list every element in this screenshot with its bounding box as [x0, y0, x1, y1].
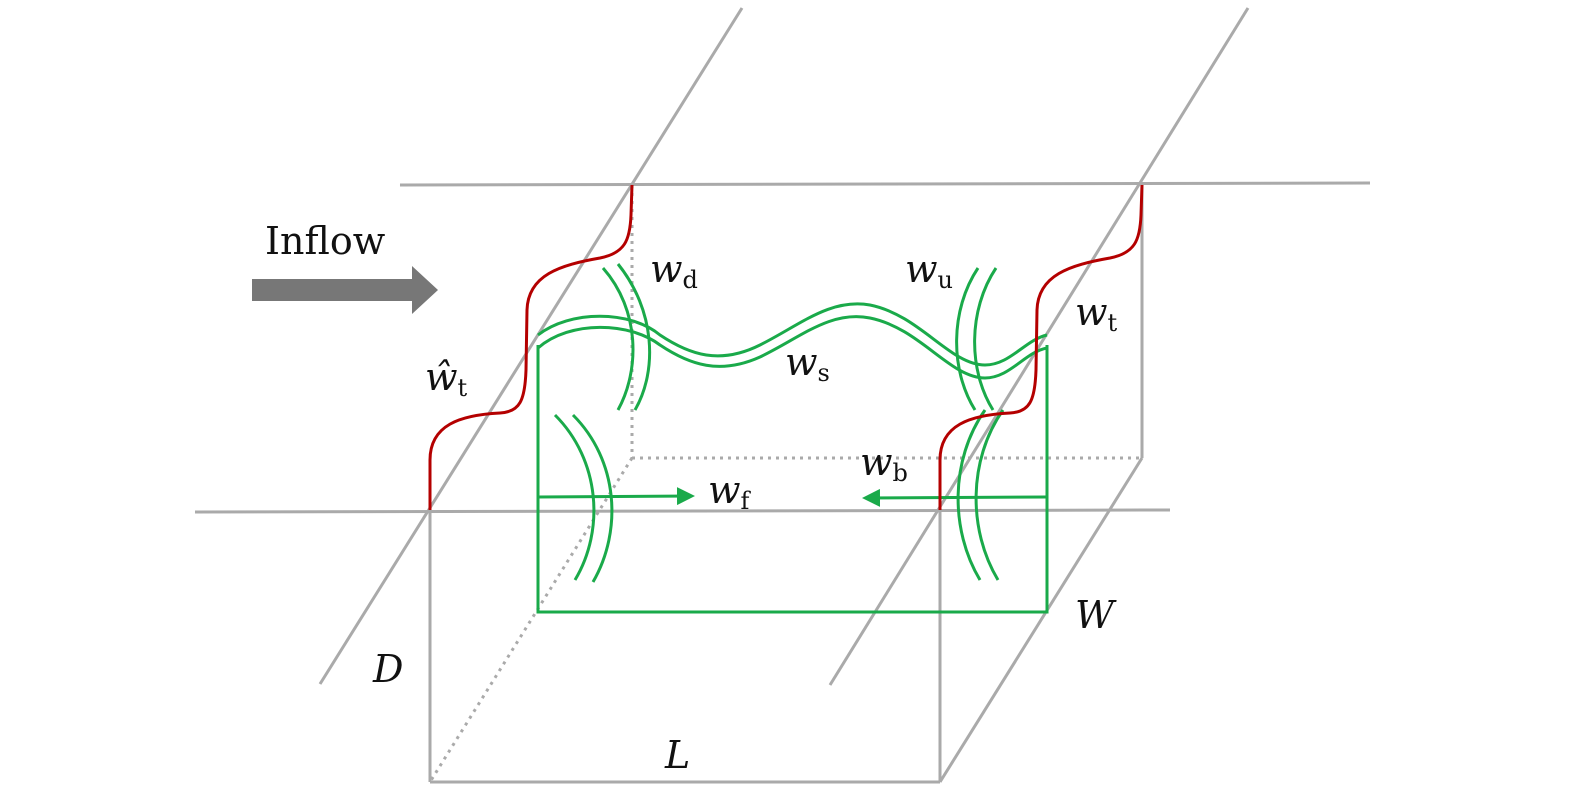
label-w-b: wb — [860, 440, 908, 487]
hidden-bottom-diagonal-edge — [428, 457, 634, 783]
label-w-d: wd — [650, 247, 698, 294]
inflow-label: Inflow — [265, 219, 386, 263]
box-bottom-right-edge — [938, 457, 1144, 783]
right-diagonal-line — [828, 7, 1250, 686]
label-w-s: ws — [785, 340, 830, 387]
label-w-t: wt — [1075, 290, 1118, 337]
cavity-structure — [194, 7, 1371, 784]
label-length: L — [664, 733, 690, 777]
left-diagonal-line — [318, 7, 744, 685]
shear-layer-upper — [537, 302, 1048, 367]
shear-layer-lower — [537, 315, 1048, 380]
arc-b-1 — [956, 409, 987, 581]
arc-b-2 — [974, 409, 1005, 581]
arc-d-1 — [601, 267, 635, 411]
downstream-profile-curve — [938, 184, 1144, 510]
wake-regions — [536, 263, 1049, 614]
top-edge-line — [399, 181, 1371, 187]
backward-arrow — [862, 488, 1048, 507]
arc-u-2 — [973, 267, 998, 411]
label-w-f: wf — [708, 468, 752, 515]
cavity-outline — [536, 345, 1049, 614]
label-w-hat-t: ŵt — [425, 355, 468, 402]
label-depth: D — [372, 647, 403, 691]
forward-arrow — [537, 487, 695, 506]
inflow-arrow — [252, 266, 438, 314]
label-w-u: wu — [905, 247, 953, 294]
label-width: W — [1075, 593, 1117, 637]
arc-d-2 — [616, 263, 652, 411]
arc-u-1 — [955, 267, 980, 411]
upstream-profile-curve — [428, 184, 634, 510]
bottom-edge-line — [194, 508, 1171, 514]
